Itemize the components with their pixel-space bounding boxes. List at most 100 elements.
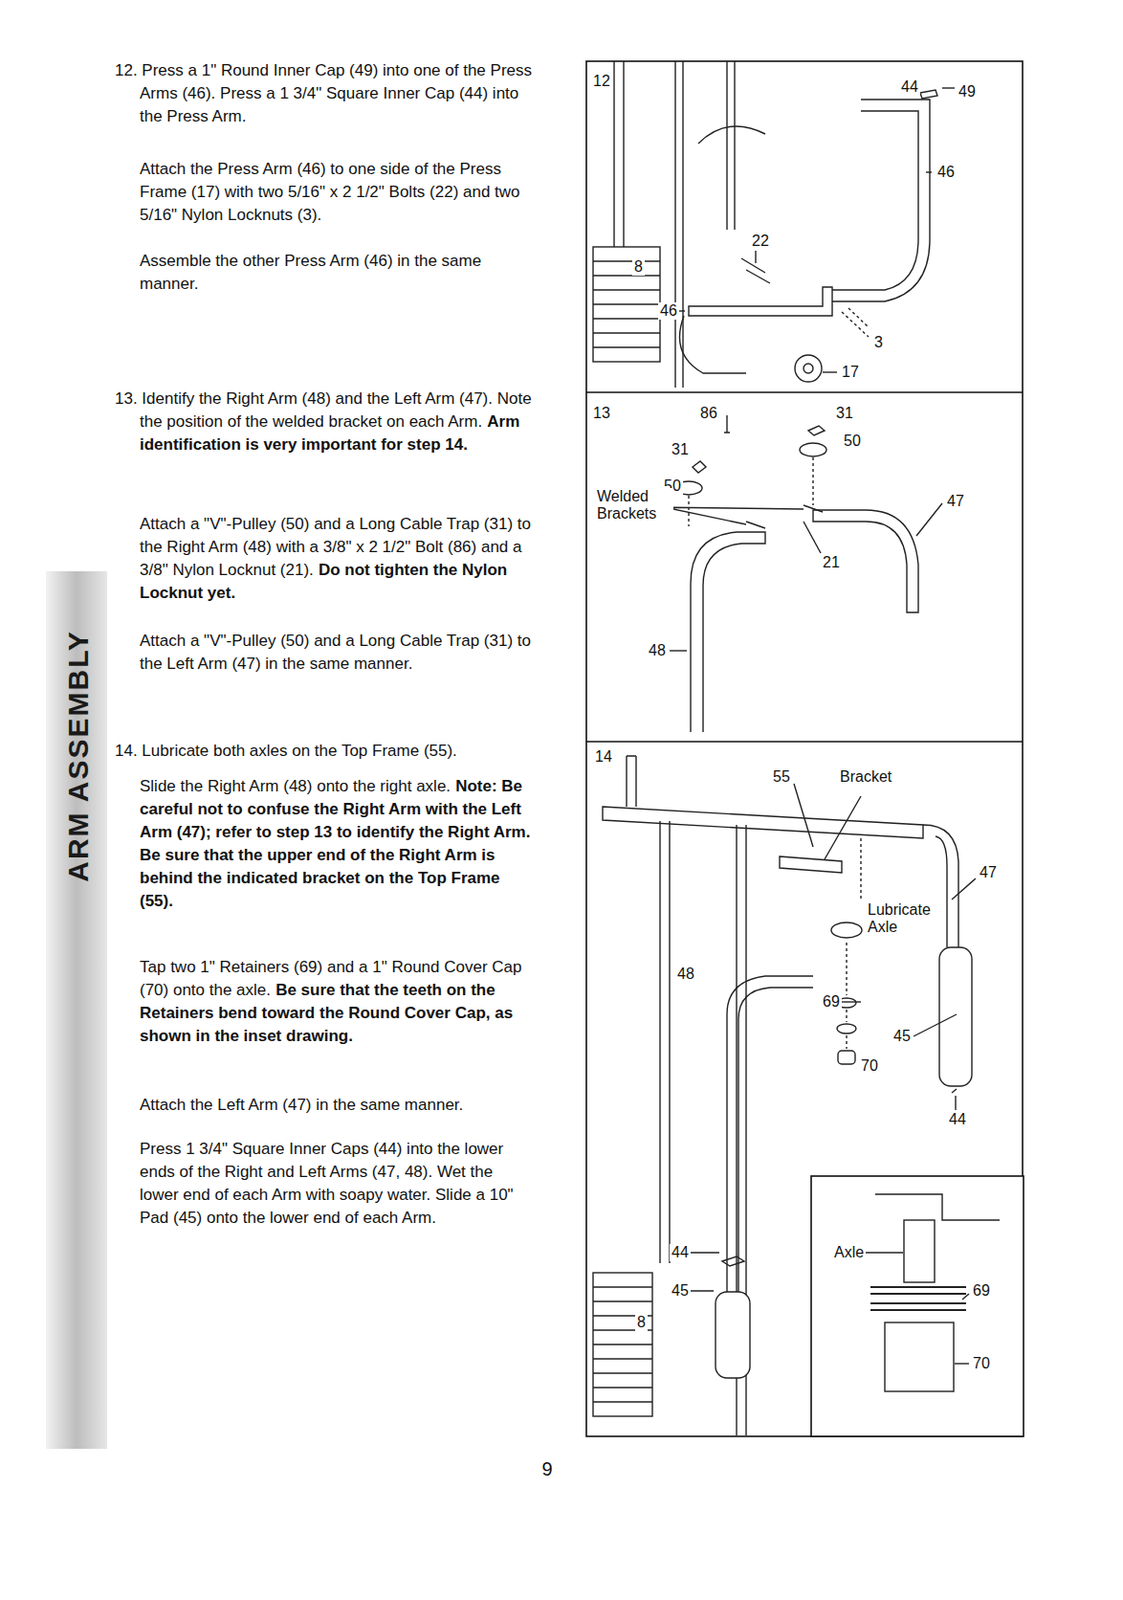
- cover-cap: [884, 1321, 954, 1391]
- step13-drawing: [650, 415, 943, 732]
- cable-trap: [808, 425, 825, 436]
- instruction-text: 13. Identify the Right Arm (48) and the …: [114, 389, 532, 431]
- instruction-text: Slide the Right Arm (48) onto the right …: [139, 776, 451, 795]
- leader: [754, 250, 756, 264]
- callout-number: 31: [669, 440, 691, 459]
- instruction-text: 12. Press a 1" Round Inner Cap (49) into…: [114, 61, 532, 126]
- part-name: Bracket: [837, 768, 894, 786]
- instruction-paragraph: Attach the Left Arm (47) in the same man…: [114, 1093, 536, 1117]
- callout-number: 86: [698, 404, 720, 422]
- callout-number: 22: [749, 232, 771, 250]
- callout-number: 70: [970, 1354, 992, 1372]
- inset-border: [811, 1175, 1024, 1436]
- press-arm: [827, 99, 930, 302]
- instruction-paragraph: Tap two 1" Retainers (69) and a 1" Round…: [114, 955, 536, 1048]
- instruction-paragraph: 14. Lubricate both axles on the Top Fram…: [114, 739, 536, 763]
- pulley: [794, 354, 822, 382]
- callout-number: 48: [646, 641, 668, 660]
- callout-number: 17: [839, 363, 861, 381]
- callout-number: 8: [635, 1313, 648, 1331]
- instruction-paragraph: Attach the Press Arm (46) to one side of…: [114, 157, 536, 227]
- assembly-line: [845, 942, 847, 1049]
- top-frame: [602, 806, 924, 838]
- axle: [903, 1219, 935, 1282]
- instruction-text: Attach a "V"-Pulley (50) and a Long Cabl…: [139, 631, 531, 673]
- callout-number: 69: [970, 1281, 992, 1300]
- leader: [822, 371, 837, 373]
- callout-number: 8: [632, 258, 645, 276]
- callout-number: 21: [820, 553, 842, 572]
- v-pulley: [799, 442, 827, 457]
- weight-stack: [593, 246, 661, 362]
- instruction-text: Attach the Left Arm (47) in the same man…: [139, 1095, 463, 1114]
- callout-number: 49: [956, 83, 978, 101]
- instruction-paragraph: Slide the Right Arm (48) onto the right …: [114, 774, 536, 913]
- page-number: 9: [541, 1457, 552, 1480]
- left-arm: [813, 509, 919, 613]
- callout-number: 47: [945, 492, 967, 510]
- callout-number: 45: [891, 1027, 913, 1045]
- callout-number: 70: [858, 1056, 881, 1075]
- callout-number: 47: [977, 863, 999, 881]
- inner-cap: [722, 1255, 745, 1266]
- retainer: [836, 1023, 857, 1034]
- right-arm: [690, 531, 766, 732]
- callout-number: 14: [593, 748, 615, 766]
- panel-border: [586, 61, 1023, 1436]
- right-arm: [726, 975, 814, 1301]
- callout-number: 46: [935, 163, 957, 181]
- axle: [859, 837, 861, 900]
- instruction-text: Assemble the other Press Arm (46) in the…: [139, 251, 482, 293]
- instruction-paragraph: Attach a "V"-Pulley (50) and a Long Cabl…: [114, 629, 536, 676]
- callout-number: 46: [658, 302, 680, 320]
- cable-trap: [692, 461, 706, 473]
- callout-number: 55: [770, 768, 793, 786]
- bolt: [724, 415, 730, 433]
- weight-plates: [593, 261, 661, 348]
- cover-cap: [837, 1050, 856, 1064]
- press-arm: [680, 315, 748, 374]
- leader: [954, 1095, 956, 1110]
- pad: [939, 946, 972, 1086]
- pulley-hub: [803, 363, 814, 374]
- leader: [865, 1251, 903, 1253]
- frame-outline: [875, 1193, 1000, 1220]
- press-arm: [827, 110, 919, 290]
- inner-cap: [920, 89, 938, 99]
- leader: [951, 878, 976, 900]
- instruction-paragraph: Attach a "V"-Pulley (50) and a Long Cabl…: [114, 512, 536, 605]
- instruction-text: 14. Lubricate both axles on the Top Fram…: [114, 741, 458, 760]
- leader: [650, 504, 804, 525]
- leader: [925, 171, 932, 173]
- press-frame: [688, 286, 833, 316]
- retainer: [831, 922, 862, 938]
- step14-drawing: [593, 755, 1000, 1435]
- callout-number: 48: [675, 965, 697, 983]
- leader: [669, 649, 687, 651]
- round-cap: [942, 87, 955, 89]
- part-name: Axle: [832, 1243, 866, 1261]
- leader: [913, 1013, 957, 1036]
- step12-drawing: [593, 61, 955, 388]
- callout-number: 44: [899, 78, 921, 96]
- panel-divider: [586, 740, 1023, 743]
- callout-number: 44: [669, 1243, 691, 1261]
- callout-number: 45: [669, 1281, 691, 1300]
- panel-divider: [586, 391, 1023, 394]
- locknut-leader: [841, 308, 869, 337]
- leader: [962, 1293, 969, 1300]
- callout-number: 69: [820, 992, 842, 1011]
- arrow-line: [951, 1088, 957, 1093]
- side-strip: [45, 571, 108, 1449]
- callout-number: 44: [946, 1110, 969, 1128]
- instruction-paragraph: 12. Press a 1" Round Inner Cap (49) into…: [114, 59, 536, 129]
- instruction-paragraph: 13. Identify the Right Arm (48) and the …: [114, 387, 536, 457]
- instruction-paragraph: Assemble the other Press Arm (46) in the…: [114, 249, 536, 296]
- leader: [803, 521, 821, 553]
- section-title: ARM ASSEMBLY: [62, 629, 95, 881]
- callout-number: 31: [834, 404, 856, 422]
- leader: [793, 783, 861, 859]
- part-name: Welded Brackets: [594, 487, 674, 523]
- leader: [954, 1362, 969, 1364]
